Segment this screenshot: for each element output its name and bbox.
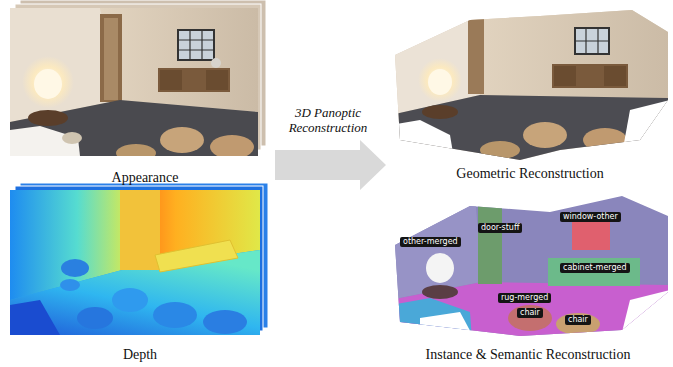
- semantic-tag: cabinet-merged: [560, 263, 630, 273]
- tag-text: window-other: [563, 212, 618, 222]
- tag-text: chair: [568, 315, 588, 325]
- semantic-tag: rug-merged: [498, 293, 551, 303]
- tag-text: other-merged: [403, 237, 458, 247]
- semantic-tag: chair: [565, 315, 591, 325]
- panel-caption: Appearance: [112, 170, 179, 186]
- semantic-tag: chair: [517, 308, 543, 318]
- semantic-tag: door-stuff: [478, 223, 522, 233]
- tag-text: chair: [520, 308, 540, 318]
- arrow-label: 3D Panoptic Reconstruction: [273, 105, 383, 135]
- semantic-tag: window-other: [560, 212, 621, 222]
- panel-caption: Depth: [123, 347, 157, 363]
- panel-caption: Instance & Semantic Reconstruction: [426, 347, 631, 363]
- semantic-tag: other-merged: [400, 237, 461, 247]
- tag-text: door-stuff: [481, 223, 519, 233]
- panel-caption: Geometric Reconstruction: [456, 166, 603, 182]
- tag-text: cabinet-merged: [563, 263, 627, 273]
- tag-text: rug-merged: [501, 293, 548, 303]
